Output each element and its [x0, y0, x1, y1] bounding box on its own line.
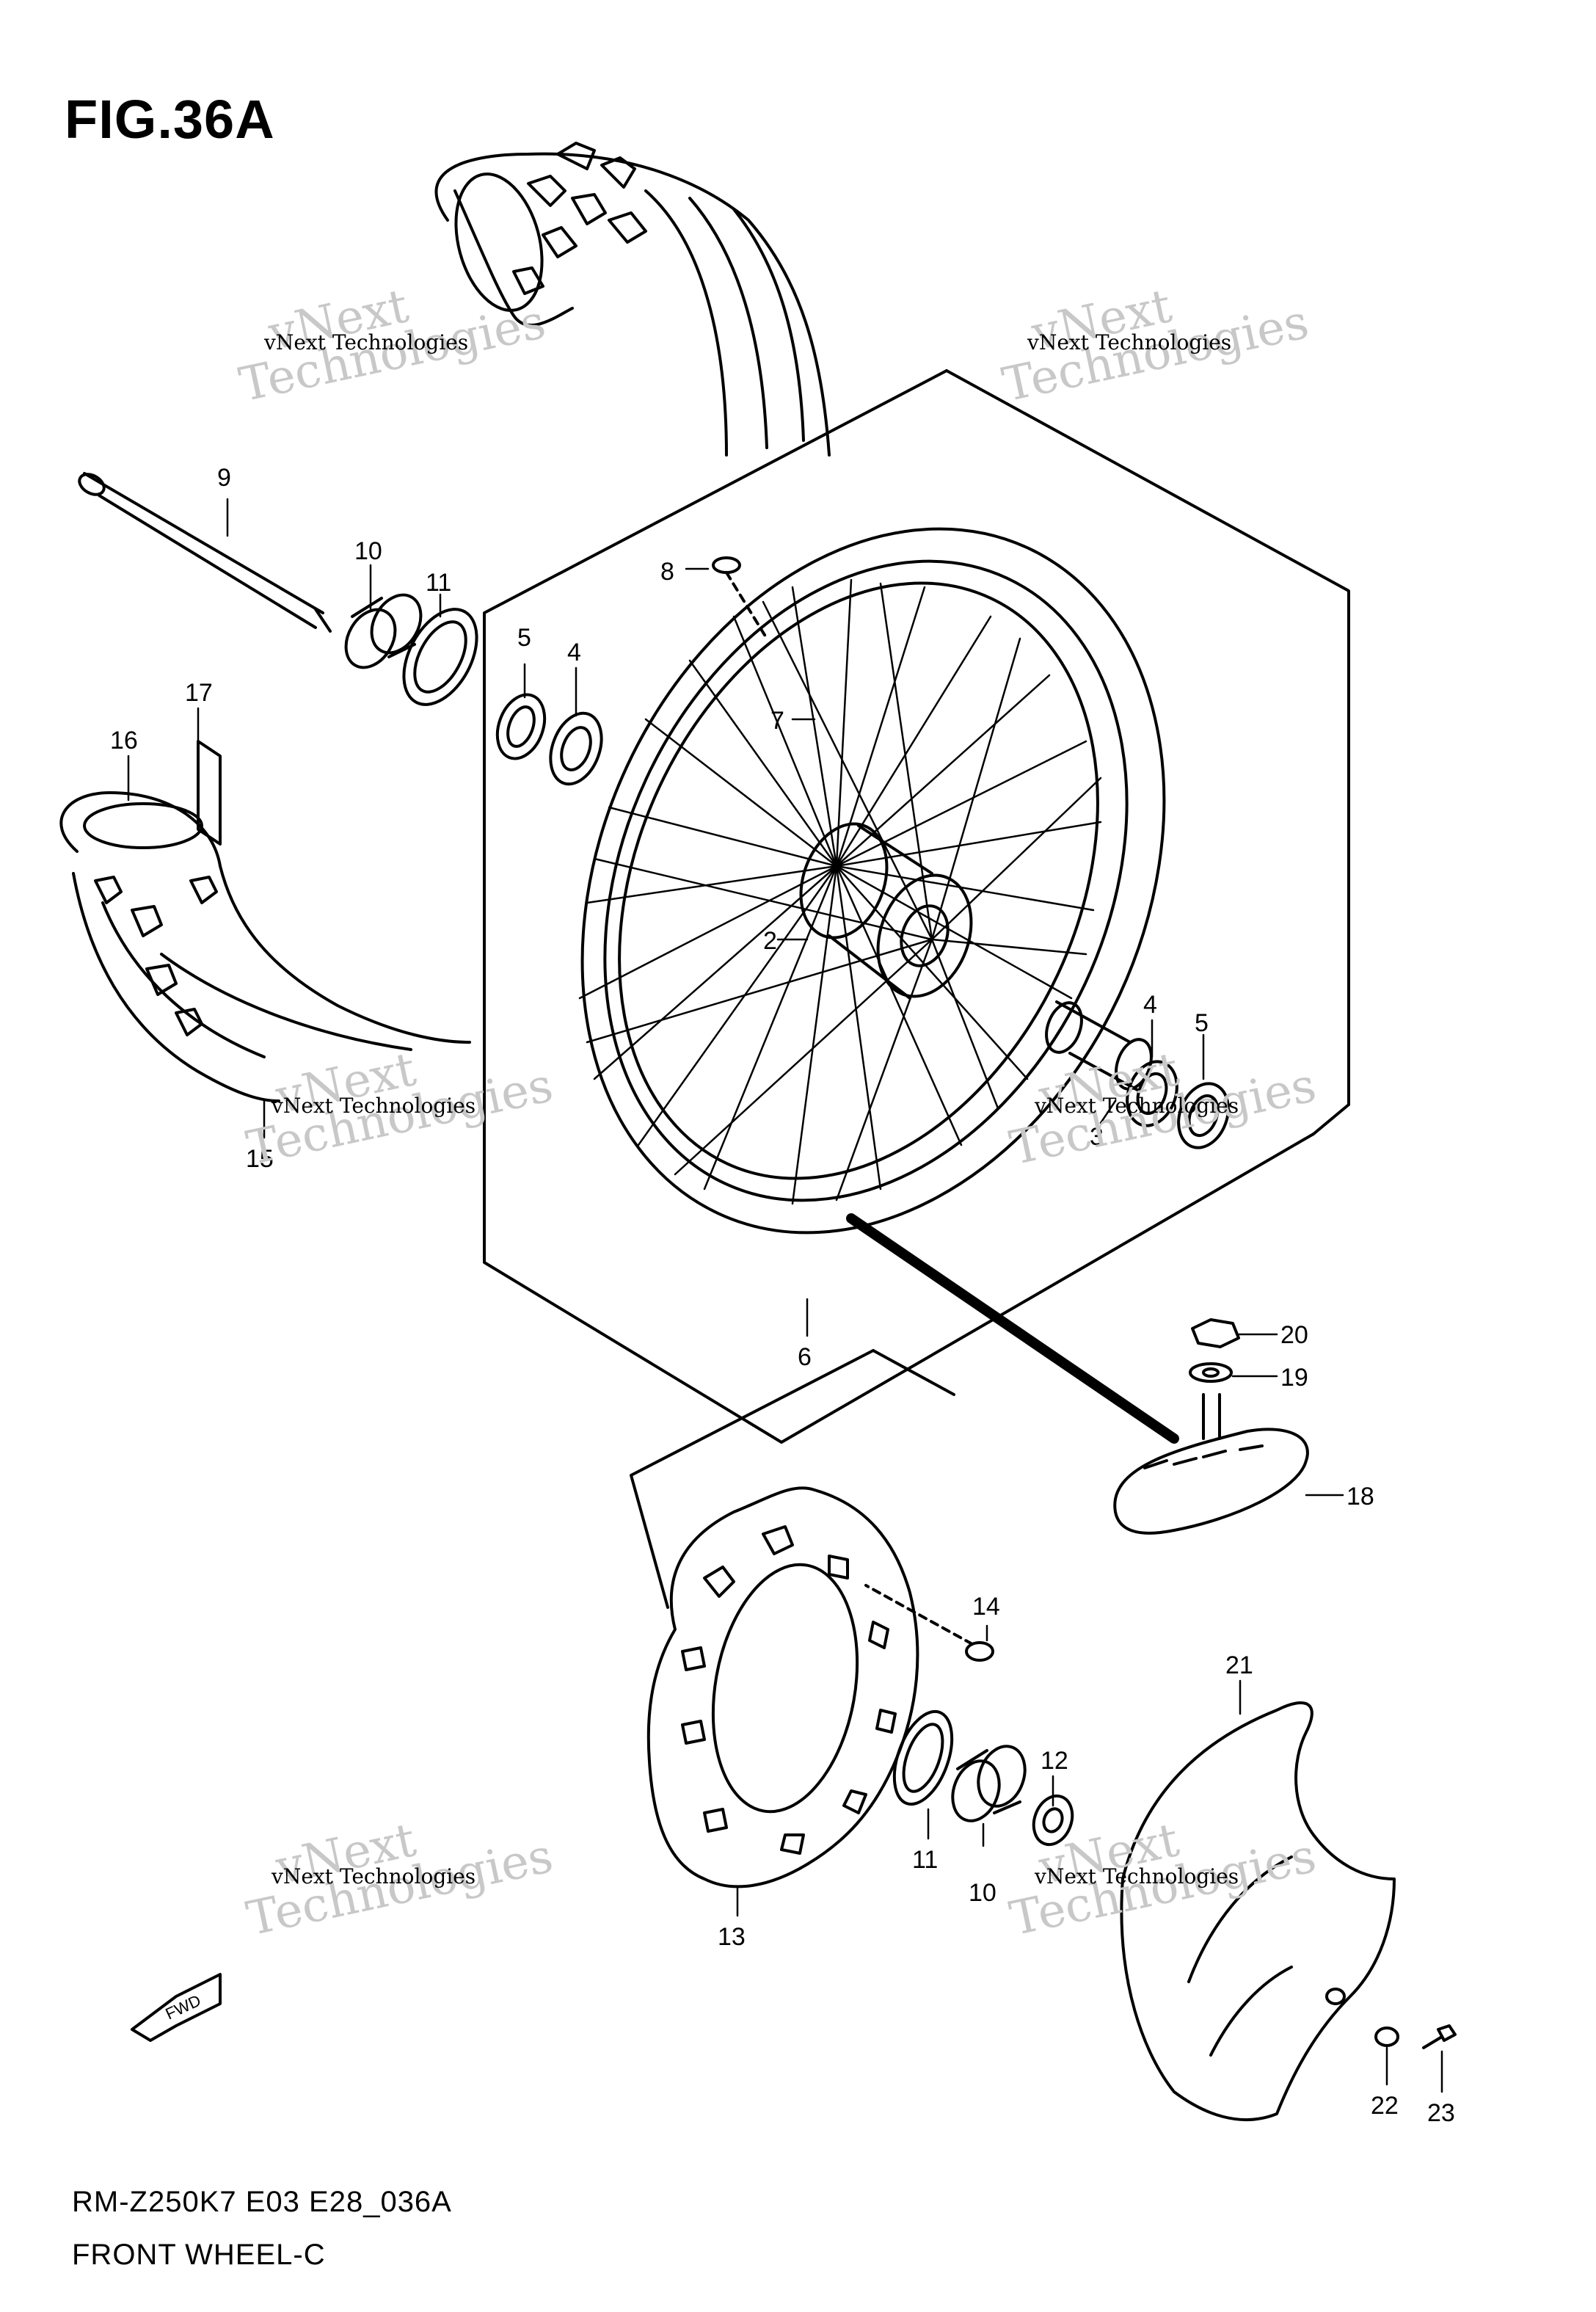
screw-8 [712, 556, 768, 640]
callout-10: 10 [354, 537, 382, 565]
dust-seal-left [495, 693, 547, 760]
tire [434, 142, 831, 457]
tube [59, 740, 471, 1102]
callout-11b: 11 [912, 1846, 938, 1874]
model-code: RM-Z250K7 E03 E28_036A [72, 2186, 452, 2218]
callout-18: 18 [1347, 1483, 1374, 1511]
callout-14: 14 [972, 1593, 1000, 1621]
callout-4b: 4 [1143, 991, 1157, 1019]
collar-upper [344, 593, 423, 669]
callout-5: 5 [517, 624, 531, 652]
rim-lock-parts [1113, 1318, 1309, 1535]
rim-lock-pointer [846, 1213, 1179, 1444]
washer-12 [1032, 1794, 1074, 1847]
rim [580, 527, 1166, 1235]
callout-8: 8 [660, 558, 674, 586]
figure-caption: FRONT WHEEL-C [72, 2239, 326, 2271]
callout-15: 15 [246, 1145, 274, 1173]
callout-5b: 5 [1195, 1009, 1209, 1037]
fwd-label: FWD [163, 1991, 204, 2024]
spacer [1045, 1000, 1153, 1091]
callout-13: 13 [718, 1923, 746, 1951]
callout-19: 19 [1280, 1364, 1308, 1392]
callout-7: 7 [770, 707, 784, 735]
callout-10b: 10 [969, 1879, 996, 1907]
seal-lower [892, 1709, 954, 1806]
bearing-right [1126, 1060, 1178, 1127]
callout-17: 17 [185, 679, 213, 707]
bolt-23 [1422, 2024, 1457, 2049]
fwd-arrow-shape [131, 1973, 222, 2042]
callout-6: 6 [798, 1343, 812, 1371]
callout-4: 4 [567, 639, 581, 666]
callout-11: 11 [426, 569, 451, 597]
callout-21: 21 [1225, 1651, 1253, 1679]
callout-20: 20 [1280, 1321, 1308, 1349]
brake-assembly-frame [630, 1349, 875, 1609]
dust-seal-right [1177, 1082, 1230, 1149]
hub [799, 822, 973, 1000]
callout-23: 23 [1427, 2099, 1455, 2127]
bearing-left [549, 711, 603, 786]
disc-bolt [864, 1584, 994, 1662]
collar-lower [951, 1745, 1027, 1822]
callout-22: 22 [1371, 2092, 1399, 2120]
axle [78, 472, 332, 633]
seal-upper [402, 608, 478, 706]
wheel-assembly-frame [945, 369, 1350, 1106]
callout-3: 3 [1090, 1123, 1104, 1151]
spokes [578, 578, 1102, 1205]
callout-16: 16 [110, 727, 138, 755]
brake-disc [646, 1486, 919, 1889]
disc-cover [1120, 1701, 1396, 2121]
callout-2: 2 [763, 927, 777, 955]
washer-22 [1374, 2026, 1399, 2047]
callout-12: 12 [1041, 1747, 1068, 1775]
callout-9: 9 [217, 464, 231, 492]
figure-title: FIG.36A [65, 89, 275, 150]
